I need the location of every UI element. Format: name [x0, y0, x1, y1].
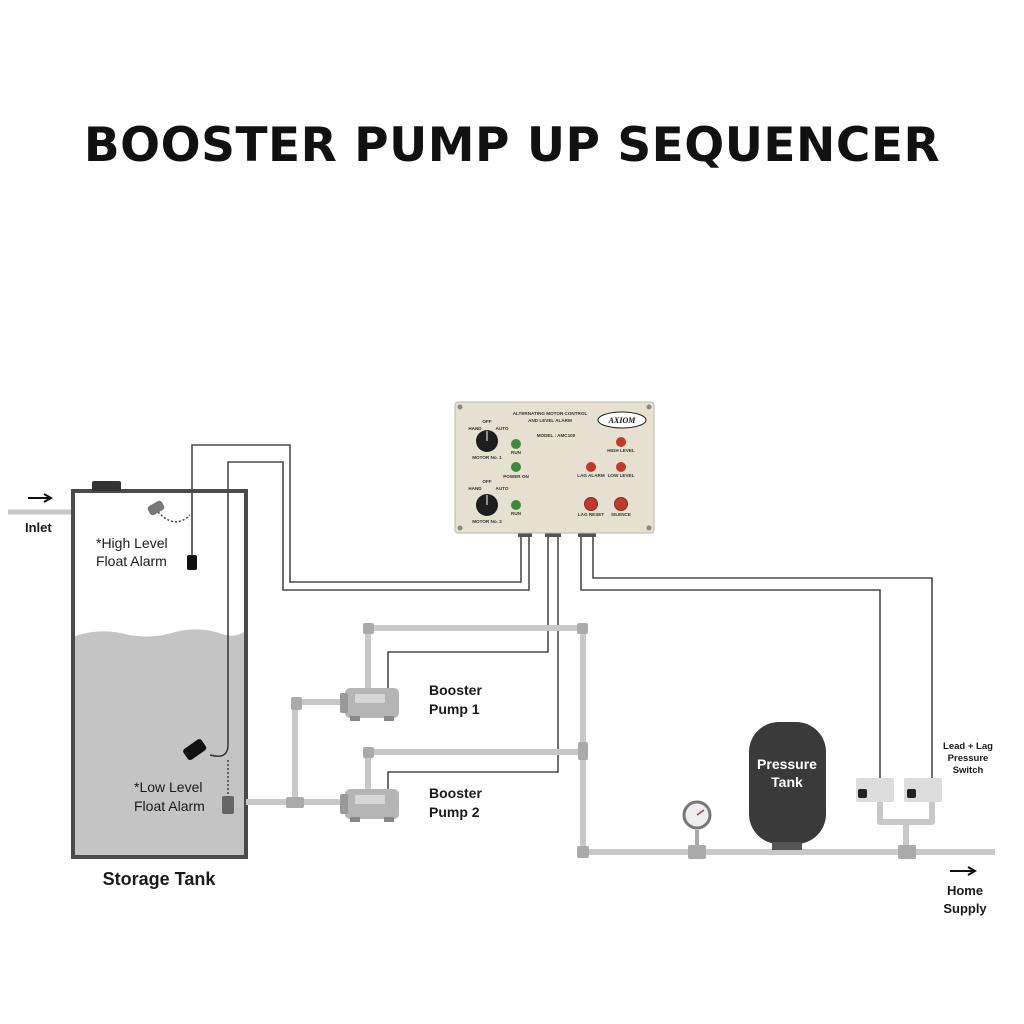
diagram-title: BOOSTER PUMP UP SEQUENCER [83, 118, 941, 173]
switch-manifold [877, 800, 935, 825]
knob2-auto: AUTO [496, 486, 509, 491]
run2-light [511, 500, 521, 510]
low-level-float [183, 493, 234, 814]
knob2-off: OFF [482, 479, 491, 484]
axiom-logo [597, 411, 647, 429]
lag-alarm-light [586, 462, 596, 472]
panel-heading-1: ALTERNATING MOTOR CONTROL [513, 411, 588, 416]
discharge-pump1 [365, 625, 586, 852]
pump2-label-2: Pump 2 [429, 804, 480, 820]
panel-heading-2: AND LEVEL ALARM [528, 418, 572, 423]
high-level-float [147, 493, 197, 570]
booster-pump-1 [340, 688, 399, 721]
inlet-label: Inlet [25, 520, 52, 535]
high-level-label: HIGH LEVEL [607, 448, 635, 453]
high-float-label-1: *High Level [96, 535, 168, 551]
wire-switch-lag [592, 533, 933, 778]
wire-high-float [191, 444, 522, 583]
low-level-label: LOW LEVEL [608, 473, 635, 478]
power-on-light [511, 462, 521, 472]
panel-glands [518, 531, 596, 537]
wire-low-float [227, 461, 530, 591]
wire-pump1 [387, 533, 549, 690]
home-supply-label-1: Home [947, 883, 983, 898]
pump2-label-1: Booster [429, 785, 482, 801]
motor2-label: MOTOR No. 2 [472, 519, 502, 524]
brand-logo-text: AXIOM [608, 416, 637, 425]
wire-pump2 [387, 533, 559, 792]
pipe-fittings [286, 623, 916, 859]
run1-light [511, 439, 521, 449]
silence-label: SILENCE [611, 512, 631, 517]
motor1-label: MOTOR No. 1 [472, 455, 502, 460]
pressure-switch-label-3: Switch [953, 765, 984, 776]
run1-label: RUN [511, 450, 522, 455]
tank-water [75, 629, 244, 855]
control-wires [191, 444, 933, 792]
storage-tank-label: Storage Tank [103, 869, 217, 889]
high-level-light [616, 437, 626, 447]
booster-pump-2 [340, 789, 399, 822]
lag-reset-label: LAG RESET [578, 512, 604, 517]
knob1-auto: AUTO [496, 426, 509, 431]
suction-branch [292, 699, 345, 802]
pressure-tank [749, 722, 826, 850]
high-float-label-2: Float Alarm [96, 553, 167, 569]
lag-reset-button[interactable] [584, 497, 598, 511]
pressure-switch-label-1: Lead + Lag [943, 741, 993, 752]
tank-wall [71, 489, 248, 859]
pressure-tank-label-1: Pressure [757, 756, 817, 772]
lag-alarm-label: LAG ALARM [577, 473, 605, 478]
tank-lid [92, 481, 121, 491]
knob2-hand: HAND [468, 486, 482, 491]
control-panel: ALTERNATING MOTOR CONTROL AND LEVEL ALAR… [454, 401, 655, 534]
pressure-switch-lag [904, 778, 942, 802]
storage-tank: Storage Tank *High Level Float Alarm *Lo… [71, 481, 248, 889]
low-level-light [616, 462, 626, 472]
wire-switch-lead [580, 533, 881, 778]
panel-model: MODEL : AMC100 [537, 433, 576, 438]
knob1-hand: HAND [468, 426, 482, 431]
pressure-switch-label-2: Pressure [948, 753, 989, 764]
pressure-tank-label-2: Tank [771, 774, 803, 790]
inlet: Inlet [8, 493, 72, 535]
low-float-label-2: Float Alarm [134, 798, 205, 814]
silence-button[interactable] [614, 497, 628, 511]
low-float-label-1: *Low Level [134, 779, 203, 795]
home-supply-label-2: Supply [943, 901, 987, 916]
pump1-label-2: Pump 1 [429, 701, 480, 717]
knob1-off: OFF [482, 419, 491, 424]
pressure-gauge [682, 800, 712, 848]
pump1-label-1: Booster [429, 682, 482, 698]
pressure-switch-lead [856, 778, 894, 802]
home-supply [950, 866, 978, 876]
run2-label: RUN [511, 511, 522, 516]
power-on-label: POWER ON [503, 474, 529, 479]
